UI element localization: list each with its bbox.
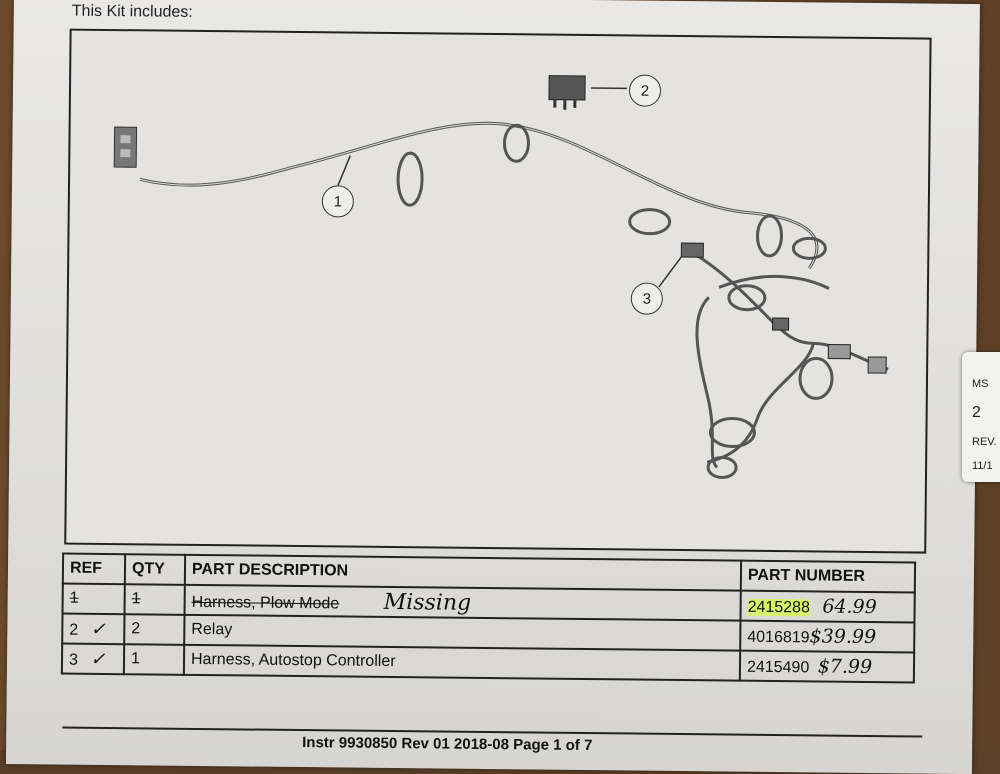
parts-table: REF QTY PART DESCRIPTION PART NUMBER 1 1…	[61, 553, 916, 684]
row-ref: 2 ✓	[62, 614, 124, 645]
header-ref: REF	[63, 554, 125, 585]
tag-line-3: REV.	[972, 436, 997, 448]
cable-tie-icon	[630, 209, 670, 233]
harness-1-connector	[114, 127, 136, 167]
handwritten-price: $7.99	[818, 655, 873, 678]
cable-tie-icon	[398, 153, 423, 205]
row-part-number: 4016819$39.99	[740, 621, 914, 653]
header-qty: QTY	[125, 554, 185, 585]
row-qty: 1	[125, 584, 185, 615]
row-ref: 3 ✓	[62, 644, 124, 675]
footer-text: Instr 9930850 Rev 01 2018-08 Page 1 of 7	[302, 734, 592, 754]
harness-1-wire	[139, 120, 818, 269]
part-number-text: 2415288	[748, 599, 810, 617]
handwritten-price: $39.99	[809, 625, 876, 648]
cable-tie-icon	[504, 125, 528, 161]
harness-3-connector	[681, 243, 703, 257]
row-ref-text: 2	[69, 621, 78, 638]
parts-illustration: 1 2 3	[64, 29, 931, 554]
row-ref: 1	[63, 584, 125, 615]
instruction-sheet: This Kit includes:	[6, 0, 980, 774]
part-number-text: 2415490	[747, 659, 809, 677]
row-description-text: Harness, Plow Mode	[192, 593, 340, 612]
checkmark-icon: ✓	[91, 618, 106, 639]
callout-2: 2	[629, 74, 661, 106]
checkmark-icon: ✓	[90, 648, 105, 669]
cable-tie-icon	[757, 216, 781, 256]
tag-line-4: 11/1	[972, 460, 993, 472]
tag-line-2: 2	[972, 404, 981, 422]
part-number-text: 4016819	[747, 629, 809, 647]
row-part-number: 2415490 $7.99	[740, 651, 914, 683]
row-description: Harness, Autostop Controller	[184, 645, 740, 681]
callout-3: 3	[631, 282, 663, 314]
relay-icon	[549, 76, 585, 100]
cable-tie-icon	[793, 238, 825, 258]
header-part-number: PART NUMBER	[741, 561, 915, 593]
row-qty: 1	[124, 644, 184, 675]
kit-heading: This Kit includes:	[72, 3, 193, 22]
price-tag: MS 2 REV. 11/1	[962, 352, 1000, 482]
harness-3-wire	[688, 251, 889, 369]
handwritten-note: Missing	[384, 589, 472, 615]
row-ref-text: 3	[69, 651, 78, 668]
tag-line-1: MS	[972, 378, 989, 390]
cable-tie-icon	[710, 418, 754, 446]
row-qty: 2	[124, 614, 184, 645]
callout-1: 1	[322, 185, 354, 217]
handwritten-price: 64.99	[822, 595, 877, 618]
row-part-number: 2415288 64.99	[740, 591, 914, 623]
harness-drawing	[66, 31, 929, 552]
